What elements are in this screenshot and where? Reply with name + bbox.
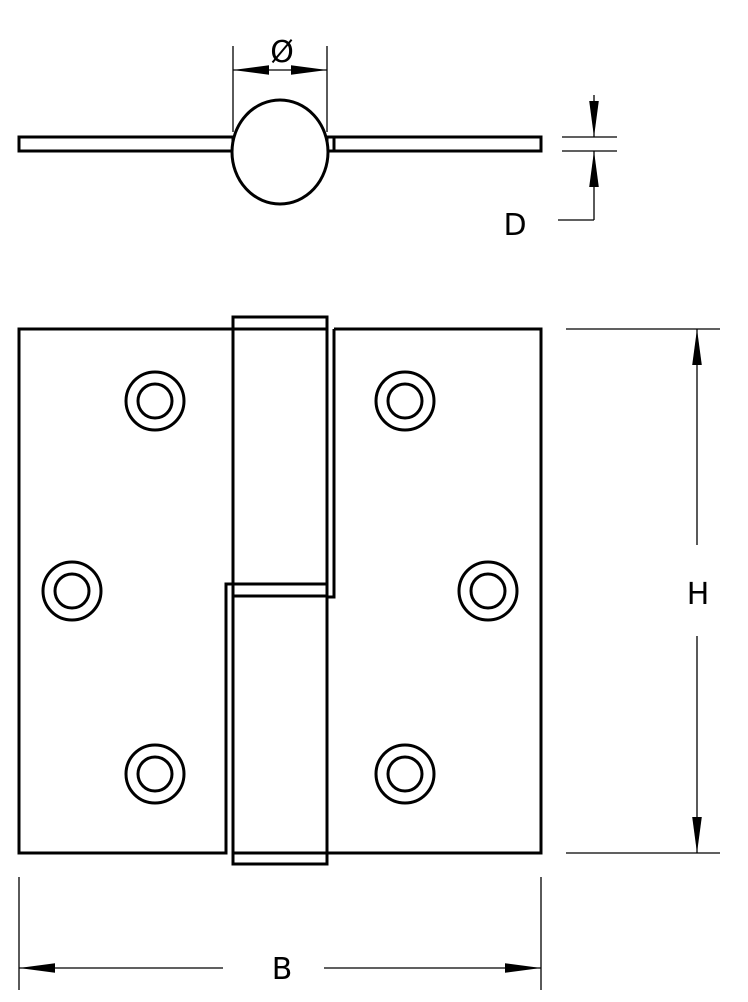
screw-hole xyxy=(457,560,519,622)
top-view xyxy=(17,98,543,206)
lower-knuckle xyxy=(231,594,329,866)
screw-hole xyxy=(41,560,103,622)
screw-hole xyxy=(374,370,436,432)
knuckle-section xyxy=(230,98,330,206)
left-leaf-edge xyxy=(17,135,235,153)
height-label: H xyxy=(687,577,710,612)
width-label: B xyxy=(272,952,293,987)
thickness-dimension: D xyxy=(503,95,617,243)
width-dimension: B xyxy=(18,877,542,990)
diameter-dimension: Ø xyxy=(232,35,328,132)
front-view xyxy=(17,315,543,866)
right-leaf-edge xyxy=(325,135,543,153)
right-leaf xyxy=(327,327,543,855)
screw-hole xyxy=(374,743,436,805)
screw-hole xyxy=(124,743,186,805)
diameter-label: Ø xyxy=(270,35,294,70)
upper-knuckle xyxy=(231,315,329,598)
screw-hole xyxy=(124,370,186,432)
height-dimension: H xyxy=(566,328,720,854)
thickness-label: D xyxy=(503,208,526,243)
